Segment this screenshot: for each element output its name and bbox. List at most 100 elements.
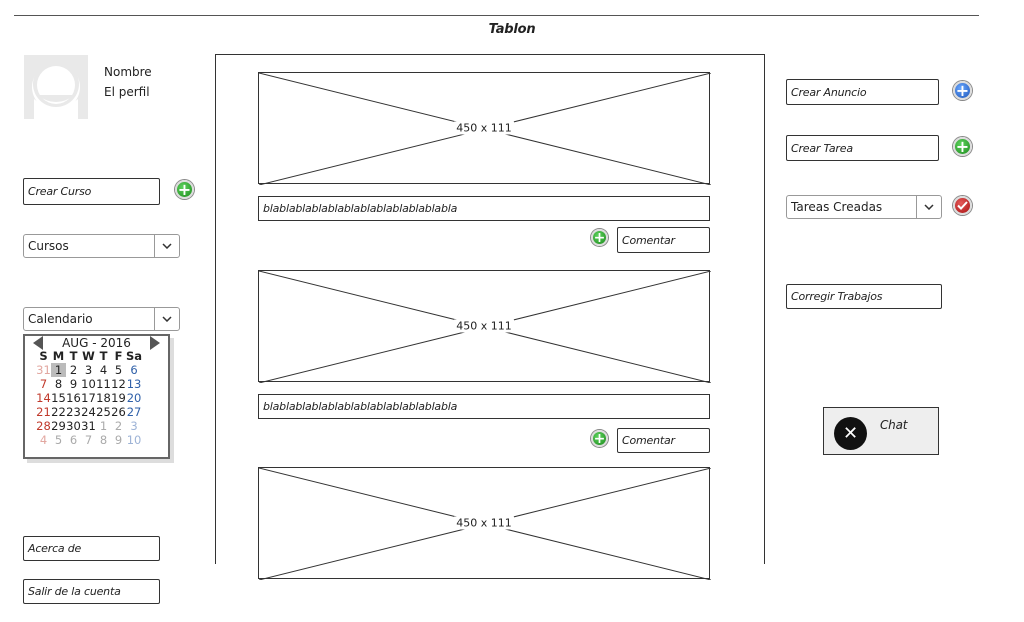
day-name: W xyxy=(82,349,95,363)
add-comment-icon[interactable]: + xyxy=(591,229,608,246)
calendar-month-label: AUG - 2016 xyxy=(62,335,131,350)
calendar-day[interactable]: 3 xyxy=(84,363,93,377)
calendar-grid: S M T W T F Sa 31 1 2 3 4 5 6 7 8 9 10 1… xyxy=(36,349,142,447)
calendar-day[interactable]: 25 xyxy=(96,405,111,419)
crear-tarea-button[interactable]: Crear Tarea xyxy=(786,135,939,161)
calendar-day[interactable]: 14 xyxy=(36,391,51,405)
crear-anuncio-button[interactable]: Crear Anuncio xyxy=(786,79,939,105)
calendar-day-selected[interactable]: 1 xyxy=(51,363,66,377)
image-size-label: 450 x 111 xyxy=(454,319,514,333)
acerca-de-button[interactable]: Acerca de xyxy=(23,536,160,561)
chevron-down-icon xyxy=(154,308,179,330)
calendar-day[interactable]: 9 xyxy=(114,433,123,447)
calendar-day[interactable]: 28 xyxy=(36,419,51,433)
avatar xyxy=(24,55,88,119)
calendar-day[interactable]: 5 xyxy=(54,433,63,447)
chevron-down-icon xyxy=(154,235,179,257)
day-name: T xyxy=(99,349,108,363)
calendar-day[interactable]: 8 xyxy=(99,433,108,447)
chat-label: Chat xyxy=(880,418,908,432)
day-name: S xyxy=(39,349,48,363)
acerca-de-label: Acerca de xyxy=(28,542,82,555)
add-task-icon[interactable]: + xyxy=(953,137,972,156)
crear-anuncio-label: Crear Anuncio xyxy=(791,85,867,99)
image-size-label: 450 x 111 xyxy=(454,121,514,135)
calendario-select-value: Calendario xyxy=(28,312,93,326)
calendar-day[interactable]: 5 xyxy=(114,363,123,377)
calendar-day[interactable]: 27 xyxy=(126,405,142,419)
calendario-select[interactable]: Calendario xyxy=(23,307,180,331)
add-comment-icon[interactable]: + xyxy=(591,430,608,447)
calendar-day[interactable]: 29 xyxy=(51,419,66,433)
tareas-creadas-select[interactable]: Tareas Creadas xyxy=(786,195,942,219)
calendar-day[interactable]: 4 xyxy=(99,363,108,377)
previous-month-icon[interactable] xyxy=(33,335,43,350)
salir-label: Salir de la cuenta xyxy=(28,585,121,598)
post-text: blablablablablablablablablablablabla xyxy=(258,394,710,419)
chevron-down-icon xyxy=(916,196,941,218)
calendar-day[interactable]: 2 xyxy=(69,363,78,377)
user-avatar-icon xyxy=(32,61,80,119)
calendar-day[interactable]: 9 xyxy=(69,377,78,391)
post-text: blablablablablablablablablablablabla xyxy=(258,196,710,221)
day-name: M xyxy=(52,349,65,363)
calendar-day[interactable]: 2 xyxy=(114,419,123,433)
calendar-day[interactable]: 7 xyxy=(84,433,93,447)
chat-button[interactable]: ✕ Chat xyxy=(823,407,939,455)
calendar-day[interactable]: 31 xyxy=(36,363,51,377)
calendar-day[interactable]: 12 xyxy=(111,377,126,391)
calendar-day[interactable]: 19 xyxy=(111,391,126,405)
calendar-day[interactable]: 31 xyxy=(81,419,96,433)
calendar-day[interactable]: 11 xyxy=(96,377,111,391)
calendar-day[interactable]: 18 xyxy=(96,391,111,405)
calendar-day[interactable]: 17 xyxy=(81,391,96,405)
post-image-placeholder: 450 x 111 xyxy=(258,72,711,185)
day-name: T xyxy=(69,349,78,363)
day-name: Sa xyxy=(126,349,143,363)
post-image-placeholder: 450 x 111 xyxy=(258,467,711,580)
calendar-day[interactable]: 4 xyxy=(39,433,48,447)
comentar-label: Comentar xyxy=(622,434,675,447)
post-text-value: blablablablablablablablablablablabla xyxy=(263,202,458,215)
image-size-label: 450 x 111 xyxy=(454,516,514,530)
comentar-button[interactable]: Comentar xyxy=(617,227,710,253)
calendar-day[interactable]: 24 xyxy=(81,405,96,419)
tareas-select-value: Tareas Creadas xyxy=(791,200,883,214)
calendar-day[interactable]: 6 xyxy=(130,363,138,377)
calendar-day[interactable]: 23 xyxy=(66,405,81,419)
calendar-day[interactable]: 7 xyxy=(39,377,48,391)
comentar-label: Comentar xyxy=(622,233,675,247)
calendar-day[interactable]: 8 xyxy=(54,377,63,391)
calendar-day[interactable]: 15 xyxy=(51,391,66,405)
salir-button[interactable]: Salir de la cuenta xyxy=(23,579,160,604)
calendar-day[interactable]: 16 xyxy=(66,391,81,405)
top-divider xyxy=(14,15,979,16)
profile-name: Nombre xyxy=(104,65,152,79)
add-course-icon[interactable]: + xyxy=(175,180,194,199)
calendar-day[interactable]: 20 xyxy=(126,391,142,405)
calendar-day[interactable]: 22 xyxy=(51,405,66,419)
calendar-day[interactable]: 1 xyxy=(99,419,108,433)
calendar-day[interactable]: 6 xyxy=(69,433,78,447)
calendar-day[interactable]: 13 xyxy=(126,377,142,391)
corregir-trabajos-button[interactable]: Corregir Trabajos xyxy=(786,284,942,309)
post-text-value: blablablablablablablablablablablabla xyxy=(263,400,458,413)
check-circle-icon[interactable] xyxy=(953,196,972,215)
day-name: F xyxy=(114,349,123,363)
comentar-button[interactable]: Comentar xyxy=(617,428,710,453)
close-icon[interactable]: ✕ xyxy=(834,417,867,450)
crear-curso-label: Crear Curso xyxy=(28,185,92,198)
cursos-select[interactable]: Cursos xyxy=(23,234,180,258)
calendar-day[interactable]: 10 xyxy=(126,433,142,447)
calendar-day[interactable]: 3 xyxy=(130,419,138,433)
calendar-day[interactable]: 10 xyxy=(81,377,96,391)
profile-link[interactable]: El perfil xyxy=(104,85,150,99)
crear-curso-button[interactable]: Crear Curso xyxy=(23,178,160,205)
next-month-icon[interactable] xyxy=(149,335,160,350)
calendar-day[interactable]: 26 xyxy=(111,405,126,419)
page-title: Tablon xyxy=(488,22,536,37)
calendar-day[interactable]: 21 xyxy=(36,405,51,419)
add-announcement-icon[interactable]: + xyxy=(953,81,972,100)
calendar-day[interactable]: 30 xyxy=(66,419,81,433)
crear-tarea-label: Crear Tarea xyxy=(791,141,853,155)
